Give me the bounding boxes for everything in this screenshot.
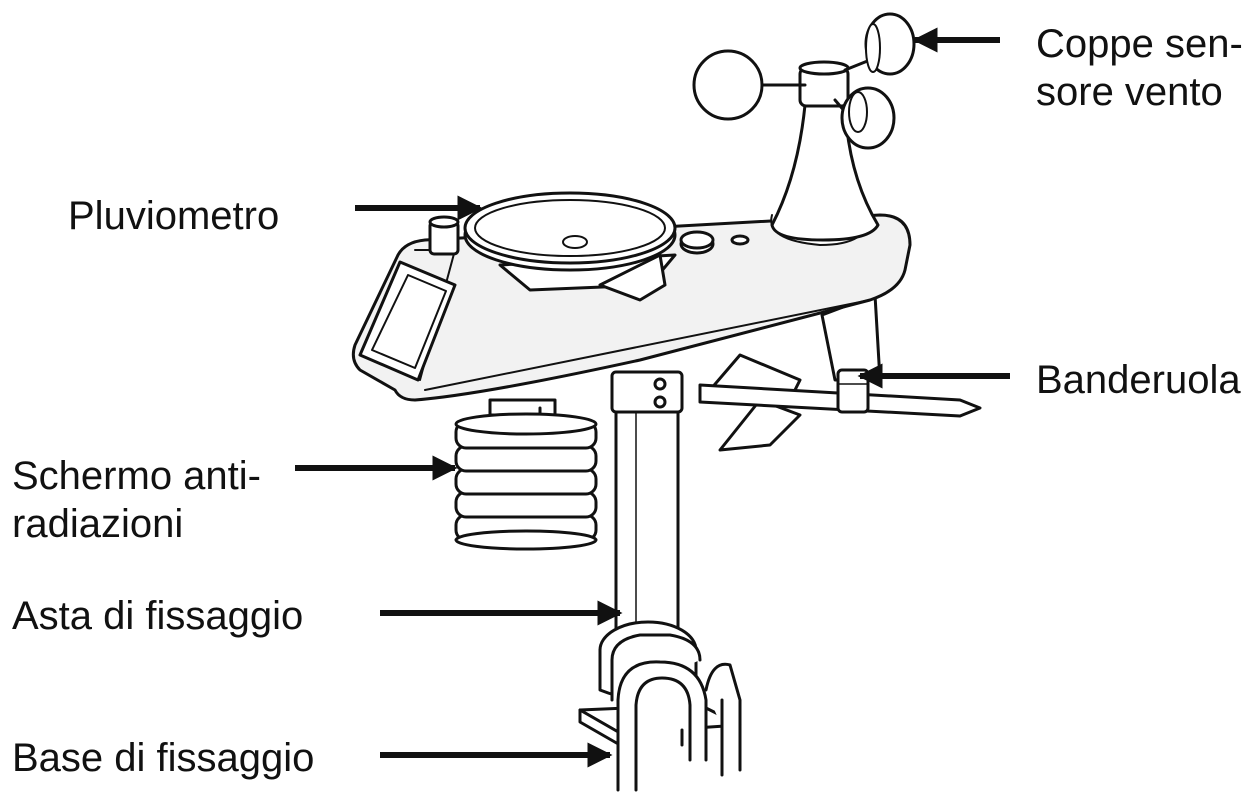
rain-gauge [463, 191, 677, 302]
label-radiation-shield-line2: radiazioni [12, 502, 184, 546]
mounting-base [578, 620, 742, 792]
label-wind-vane: Banderuola [1036, 358, 1241, 402]
label-mounting-base: Base di fissaggio [12, 736, 315, 780]
radiation-shield [454, 398, 598, 551]
main-body [351, 213, 912, 414]
mounting-pole [614, 378, 680, 632]
wind-vane [698, 293, 982, 452]
label-radiation-shield: Schermo anti- radiazioni [12, 452, 261, 548]
label-rain-gauge: Pluviometro [68, 194, 280, 238]
label-radiation-shield-line1: Schermo anti- [12, 454, 261, 498]
anemometer [692, 12, 916, 246]
label-mounting-pole: Asta di fissaggio [12, 594, 304, 638]
label-wind-cups-line2: sore vento [1036, 70, 1223, 114]
label-wind-cups: Coppe sen- sore vento [1036, 20, 1243, 116]
label-wind-cups-line1: Coppe sen- [1036, 22, 1243, 66]
solar-panel [358, 260, 457, 382]
